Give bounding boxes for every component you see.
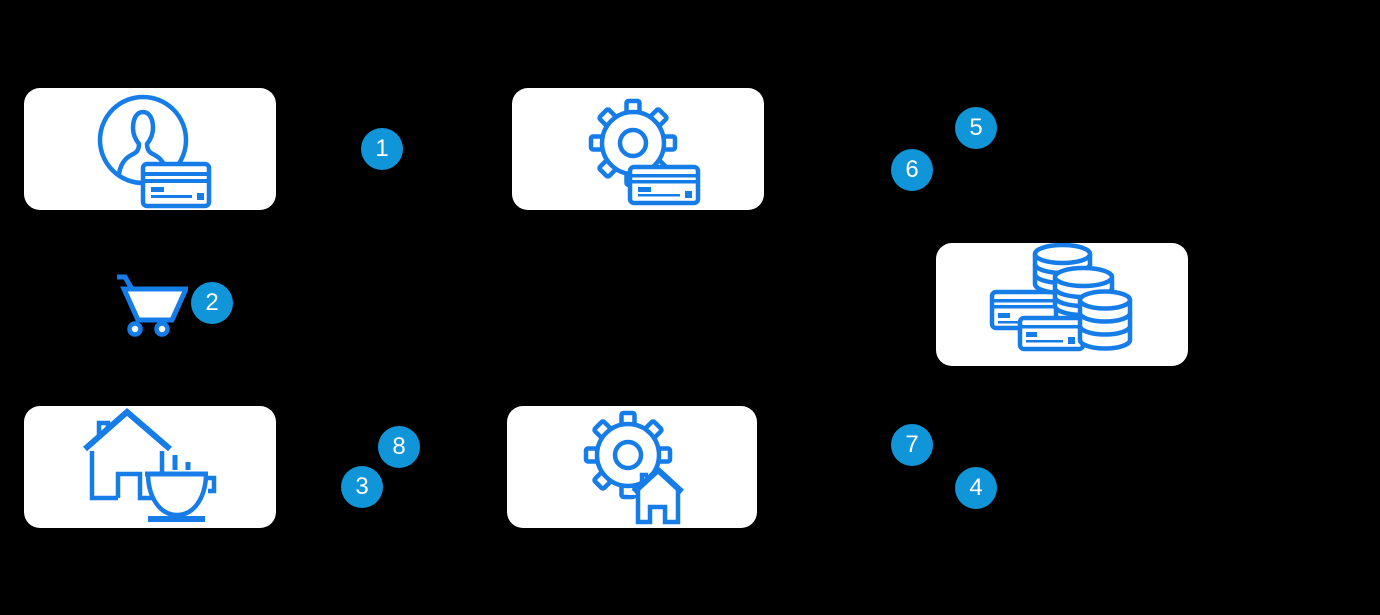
step-number: 4 (969, 474, 983, 501)
step-number: 6 (905, 156, 919, 183)
gear-credit-card-icon (588, 98, 701, 206)
credit-card-shape (627, 164, 701, 206)
database-cylinder-3 (1077, 289, 1133, 351)
step-badge-5: 5 (955, 107, 997, 149)
step-badge-8: 8 (378, 426, 420, 468)
step-badge-1: 1 (361, 128, 403, 170)
gear-house-icon (583, 410, 688, 525)
step-number: 5 (969, 114, 983, 141)
house-shape (628, 465, 688, 525)
step-badge-3: 3 (341, 466, 383, 508)
house-coffee-cup-icon (83, 408, 217, 522)
coffee-cup-shape (145, 455, 217, 522)
credit-card-shape (140, 161, 212, 209)
step-badge-4: 4 (955, 467, 997, 509)
step-number: 1 (375, 135, 389, 162)
step-badge-6: 6 (891, 149, 933, 191)
house-shape (83, 408, 172, 501)
step-number: 7 (905, 431, 919, 458)
node-person-credit-card (24, 88, 276, 210)
shopping-cart-icon (117, 274, 188, 337)
databases-credit-cards-icon (989, 243, 1133, 352)
node-gear-credit-card (512, 88, 764, 210)
gear-shape (588, 98, 678, 188)
person-credit-card-icon (97, 94, 212, 209)
step-badge-2: 2 (191, 282, 233, 324)
node-house-coffee-cup (24, 406, 276, 528)
credit-card-front-shape (1017, 315, 1086, 352)
step-number: 8 (392, 433, 406, 460)
step-number: 2 (205, 289, 219, 316)
step-number: 3 (355, 473, 369, 500)
node-gear-house (507, 406, 757, 528)
step-badge-7: 7 (891, 424, 933, 466)
node-databases-credit-cards (936, 243, 1188, 366)
gear-shape (583, 410, 673, 500)
